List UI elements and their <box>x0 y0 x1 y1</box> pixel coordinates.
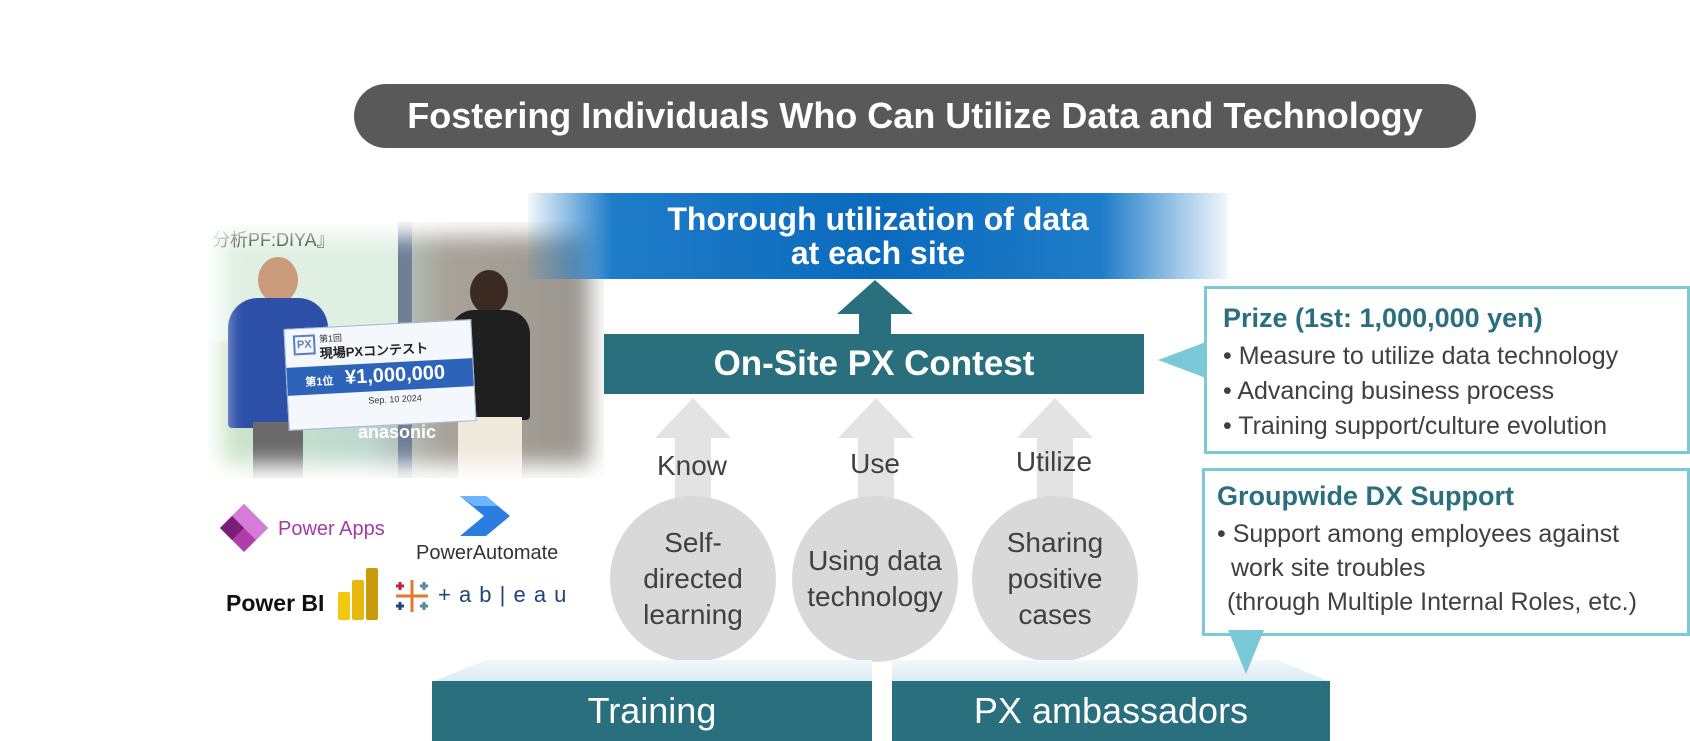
power-automate-label: PowerAutomate <box>416 542 559 564</box>
goal-line-2: at each site <box>790 235 966 271</box>
pillar-circle-use: Using data technology <box>792 496 958 662</box>
pillar-text-use: Using data technology <box>807 545 943 612</box>
pillar-text-utilize: Sharing positive cases <box>1006 527 1104 630</box>
power-automate-logo: PowerAutomate <box>412 492 572 564</box>
tableau-label: + a b | e a u <box>438 582 568 607</box>
support-callout: Groupwide DX Support • Support among emp… <box>1202 468 1690 636</box>
screen-text: 分析PF:DIYA』 <box>212 230 335 250</box>
support-callout-pointer <box>1228 630 1264 674</box>
prize-title: Prize (1st: 1,000,000 yen) <box>1223 303 1543 333</box>
pillar-arrow-utilize <box>1017 398 1093 498</box>
prize-item-2: • Advancing business process <box>1223 377 1555 405</box>
power-apps-label: Power Apps <box>278 518 385 540</box>
tableau-logo: + a b | e a u <box>392 576 582 616</box>
page-title-text: Fostering Individuals Who Can Utilize Da… <box>407 95 1423 136</box>
power-bi-icon <box>338 568 378 620</box>
contest-box: On-Site PX Contest <box>604 334 1144 394</box>
pillar-arrow-know <box>655 398 731 498</box>
base-platform-left <box>432 660 872 682</box>
pillar-circle-know: Self-directed learning <box>610 496 776 662</box>
pillar-arrow-use <box>838 398 914 498</box>
person-left <box>258 257 298 303</box>
power-bi-label: Power BI <box>226 590 325 616</box>
base-training-label: Training <box>587 690 717 731</box>
pillar-text-know: Self-directed learning <box>643 527 743 630</box>
base-ambassadors: PX ambassadors <box>892 681 1330 741</box>
prize-callout-pointer <box>1158 342 1206 378</box>
tableau-icon <box>396 580 428 612</box>
pillar-verb-utilize: Utilize <box>1015 446 1093 477</box>
prize-item-1: • Measure to utilize data technology <box>1223 342 1619 370</box>
goal-banner: Thorough utilization of data at each sit… <box>528 193 1228 279</box>
support-line-2: work site troubles <box>1231 554 1426 582</box>
person-right <box>470 270 508 314</box>
base-ambassadors-label: PX ambassadors <box>973 690 1249 731</box>
prize-callout: Prize (1st: 1,000,000 yen) • Measure to … <box>1204 286 1690 454</box>
contest-label: On-Site PX Contest <box>713 344 1035 383</box>
power-bi-logo: Power BI <box>226 566 386 622</box>
backdrop-text: anasonic <box>358 422 437 442</box>
support-title: Groupwide DX Support <box>1217 481 1514 511</box>
base-platform-right <box>892 660 1330 682</box>
power-apps-logo: Power Apps <box>216 502 386 556</box>
support-line-3: (through Multiple Internal Roles, etc.) <box>1227 588 1637 616</box>
base-training: Training <box>432 681 872 741</box>
pillar-verb-know: Know <box>656 450 728 481</box>
pillar-verb-use: Use <box>850 448 900 479</box>
up-arrow-to-goal <box>837 280 913 336</box>
prize-item-3: • Training support/culture evolution <box>1223 412 1607 440</box>
page-title: Fostering Individuals Who Can Utilize Da… <box>354 84 1476 148</box>
pillar-circle-utilize: Sharing positive cases <box>972 496 1138 662</box>
power-apps-icon <box>220 504 268 552</box>
support-line-1: • Support among employees against <box>1217 520 1620 548</box>
power-automate-icon <box>460 496 510 536</box>
goal-line-1: Thorough utilization of data <box>667 201 1089 237</box>
